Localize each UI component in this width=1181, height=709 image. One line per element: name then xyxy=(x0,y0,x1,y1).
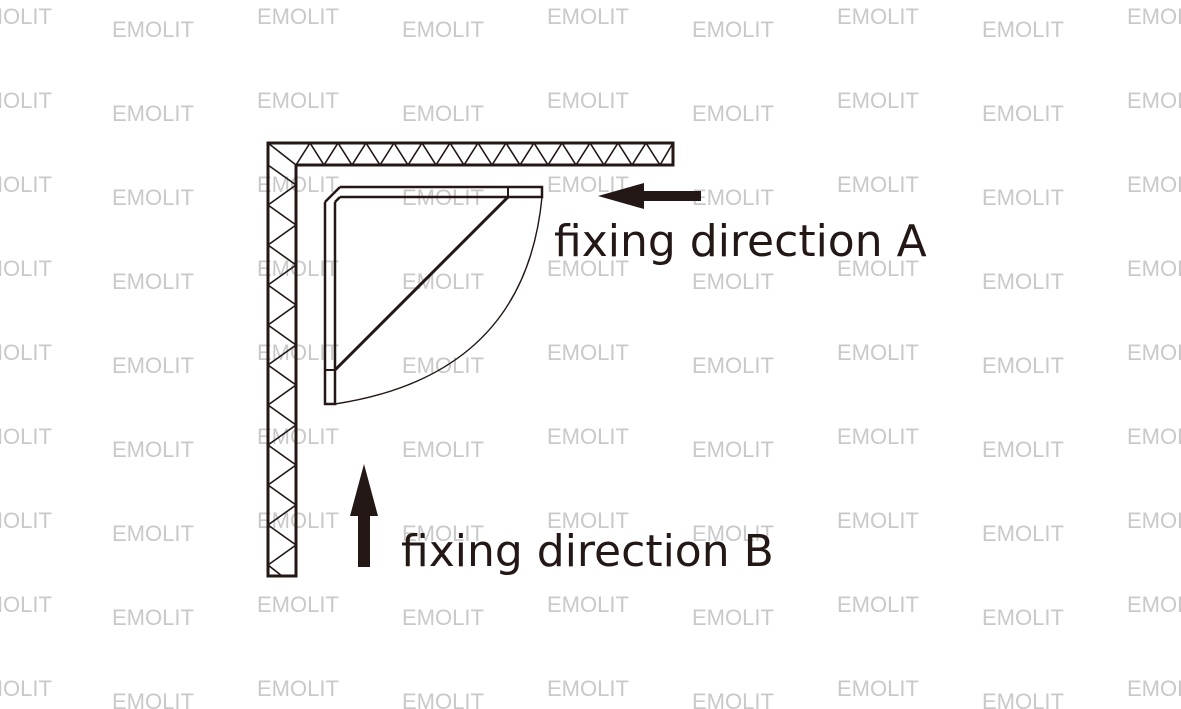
label-direction-b: fixing direction B xyxy=(401,526,774,577)
watermark-text: EMOLIT xyxy=(982,605,1064,630)
watermark-text: EMOLIT xyxy=(1127,88,1181,113)
watermark-text: EMOLIT xyxy=(0,508,52,533)
watermark-text: EMOLIT xyxy=(1127,172,1181,197)
watermark-text: EMOLIT xyxy=(837,172,919,197)
watermark-text: EMOLIT xyxy=(0,424,52,449)
watermark-text: EMOLIT xyxy=(402,521,484,546)
watermark-text: EMOLIT xyxy=(692,605,774,630)
watermark-text: EMOLIT xyxy=(1127,592,1181,617)
label-direction-a: fixing direction A xyxy=(554,216,927,267)
watermark-text: EMOLIT xyxy=(692,17,774,42)
watermark-text: EMOLIT xyxy=(692,689,774,709)
watermark-text: EMOLIT xyxy=(112,437,194,462)
watermark-text: EMOLIT xyxy=(692,269,774,294)
watermark-text: EMOLIT xyxy=(1127,256,1181,281)
shelf-left-edge xyxy=(323,202,337,406)
watermark-text: EMOLIT xyxy=(982,269,1064,294)
watermark-text: EMOLIT xyxy=(1127,424,1181,449)
shelf-top-edge xyxy=(340,185,544,199)
shelf-curved-edge xyxy=(334,196,543,405)
watermark-text: EMOLIT xyxy=(547,340,629,365)
watermark-text: EMOLIT xyxy=(982,17,1064,42)
watermark-text: EMOLIT xyxy=(0,340,52,365)
watermark-text: EMOLIT xyxy=(112,353,194,378)
watermark-text: EMOLIT xyxy=(0,676,52,701)
corner-diagonal xyxy=(267,142,297,166)
watermark-text: EMOLIT xyxy=(112,17,194,42)
watermark-text: EMOLIT xyxy=(1127,4,1181,29)
watermark-text: EMOLIT xyxy=(692,521,774,546)
watermark-text: EMOLIT xyxy=(1127,340,1181,365)
watermark-text: EMOLIT xyxy=(402,689,484,709)
top-wall-truss xyxy=(295,141,674,167)
watermark-text: EMOLIT xyxy=(692,101,774,126)
watermark-text: EMOLIT xyxy=(837,88,919,113)
watermark-text: EMOLIT xyxy=(0,88,52,113)
watermark-text: EMOLIT xyxy=(547,88,629,113)
watermark-text: EMOLIT xyxy=(257,88,339,113)
watermark-text: EMOLIT xyxy=(837,508,919,533)
watermark-text: EMOLIT xyxy=(837,424,919,449)
watermark-text: EMOLIT xyxy=(0,256,52,281)
watermark-text: EMOLIT xyxy=(0,172,52,197)
corner-shelf xyxy=(323,185,544,406)
watermark-layer: EMOLIT EMOLIT EMOLIT EMOLIT EMOLIT EMOLIT EMOL… xyxy=(0,4,1181,709)
watermark-text: EMOLIT xyxy=(257,676,339,701)
watermark-text: EMOLIT xyxy=(837,340,919,365)
arrow-left-icon xyxy=(598,183,701,209)
watermark-text: EMOLIT xyxy=(547,508,629,533)
watermark-text: EMOLIT xyxy=(0,4,52,29)
watermark-text: EMOLIT xyxy=(257,424,339,449)
watermark-text: EMOLIT xyxy=(837,4,919,29)
watermark-text: EMOLIT xyxy=(112,605,194,630)
watermark-text: EMOLIT xyxy=(837,256,919,281)
watermark-text: EMOLIT xyxy=(547,256,629,281)
watermark-text: EMOLIT xyxy=(257,4,339,29)
shelf-diagonal-brace xyxy=(333,195,510,372)
watermark-text: EMOLIT xyxy=(112,689,194,709)
left-wall-truss xyxy=(266,164,298,577)
watermark-text: EMOLIT xyxy=(547,424,629,449)
watermark-text: EMOLIT xyxy=(692,185,774,210)
watermark-text: EMOLIT xyxy=(1127,676,1181,701)
watermark-text: EMOLIT xyxy=(692,437,774,462)
watermark-text: EMOLIT xyxy=(982,689,1064,709)
watermark-text: EMOLIT xyxy=(0,592,52,617)
watermark-text: EMOLIT xyxy=(402,101,484,126)
watermark-text: EMOLIT xyxy=(257,508,339,533)
watermark-text: EMOLIT xyxy=(837,676,919,701)
watermark-text: EMOLIT xyxy=(547,4,629,29)
watermark-text: EMOLIT xyxy=(112,185,194,210)
watermark-text: EMOLIT xyxy=(402,605,484,630)
watermark-text: EMOLIT xyxy=(112,521,194,546)
watermark-text: EMOLIT xyxy=(547,592,629,617)
watermark-text: EMOLIT xyxy=(402,437,484,462)
watermark-text: EMOLIT xyxy=(257,592,339,617)
watermark-text: EMOLIT xyxy=(982,521,1064,546)
watermark-text: EMOLIT xyxy=(982,185,1064,210)
watermark-text: EMOLIT xyxy=(982,437,1064,462)
watermark-text: EMOLIT xyxy=(982,353,1064,378)
watermark-text: EMOLIT xyxy=(402,17,484,42)
watermark-text: EMOLIT xyxy=(112,269,194,294)
wall-corner xyxy=(266,141,675,578)
watermark-text: EMOLIT xyxy=(692,353,774,378)
shelf-corner-joint xyxy=(324,186,341,203)
watermark-text: EMOLIT xyxy=(837,592,919,617)
arrow-up-icon xyxy=(350,464,378,567)
watermark-text: EMOLIT xyxy=(1127,508,1181,533)
watermark-text: EMOLIT xyxy=(547,676,629,701)
watermark-text: EMOLIT xyxy=(112,101,194,126)
watermark-text: EMOLIT xyxy=(982,101,1064,126)
watermark-text: EMOLIT xyxy=(257,172,339,197)
watermark-text: EMOLIT xyxy=(402,353,484,378)
